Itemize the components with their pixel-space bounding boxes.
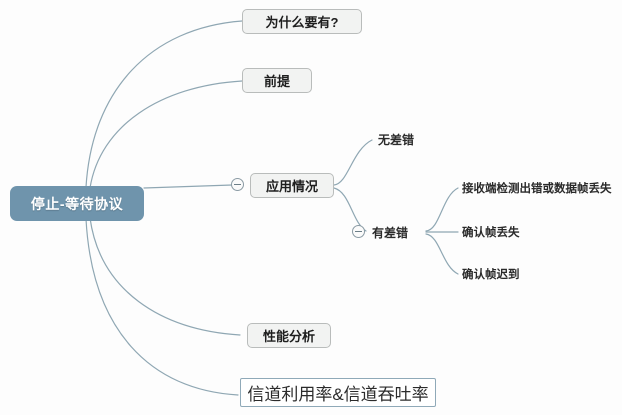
node-why[interactable]: 为什么要有? <box>242 9 362 34</box>
node-throughput-label: 信道利用率&信道吞吐率 <box>247 385 429 404</box>
collapse-toggle-has-error[interactable] <box>352 225 365 238</box>
node-ack-frame-late[interactable]: 确认帧迟到 <box>462 265 572 283</box>
node-has-error[interactable]: 有差错 <box>372 223 432 241</box>
node-premise-label: 前提 <box>263 74 290 89</box>
node-why-label: 为什么要有? <box>265 15 339 30</box>
edge-root-to-usecase <box>143 184 233 189</box>
edge-root-to-why <box>85 20 243 188</box>
edge-root-to-perf <box>89 217 241 336</box>
edge-root-to-throughput <box>85 218 239 396</box>
edge-usecase-to-has-error <box>333 187 367 232</box>
node-throughput[interactable]: 信道利用率&信道吞吐率 <box>240 378 436 407</box>
node-detect-error-or-frame-lost-label: 接收端检测出错或数据帧丢失 <box>462 183 612 195</box>
node-performance-label: 性能分析 <box>262 329 315 344</box>
collapse-toggle-usecase[interactable] <box>231 178 244 191</box>
node-ack-frame-late-label: 确认帧迟到 <box>462 269 520 281</box>
node-has-error-label: 有差错 <box>372 225 409 240</box>
node-usecase-label: 应用情况 <box>265 179 318 194</box>
node-detect-error-or-frame-lost[interactable]: 接收端检测出错或数据帧丢失 <box>462 179 622 197</box>
node-no-error[interactable]: 无差错 <box>378 130 438 148</box>
edge-root-to-premise <box>89 80 243 189</box>
root-node-label: 停止-等待协议 <box>30 195 124 212</box>
node-usecase[interactable]: 应用情况 <box>250 173 334 198</box>
root-node[interactable]: 停止-等待协议 <box>10 186 144 221</box>
edge-usecase-to-no-error <box>333 139 373 186</box>
node-no-error-label: 无差错 <box>378 132 415 147</box>
node-performance[interactable]: 性能分析 <box>247 323 331 348</box>
node-ack-frame-lost-label: 确认帧丢失 <box>462 227 520 239</box>
node-premise[interactable]: 前提 <box>242 68 312 93</box>
node-ack-frame-lost[interactable]: 确认帧丢失 <box>462 223 572 241</box>
